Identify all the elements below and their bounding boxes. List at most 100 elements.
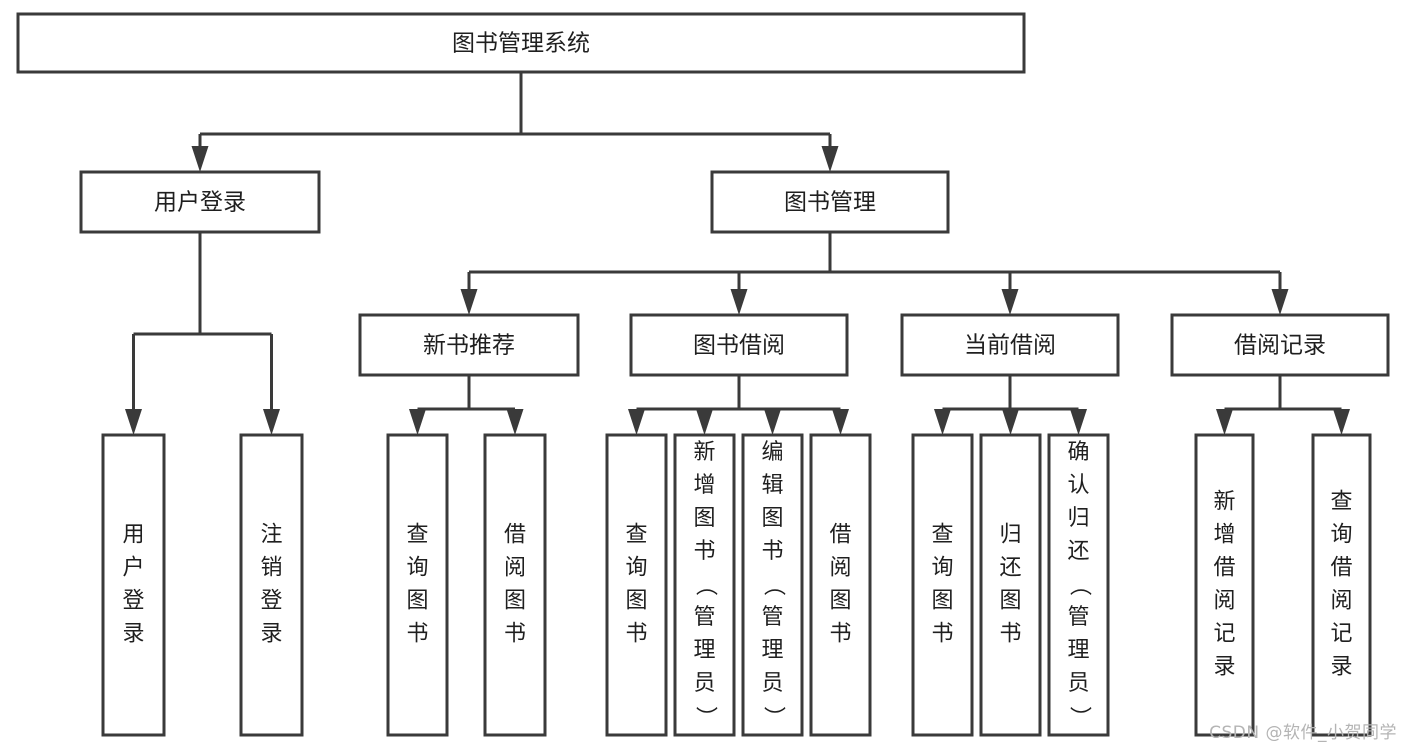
node-level1-1[interactable]: 图书管理: [710, 170, 950, 234]
node-label-char: 查: [625, 523, 647, 548]
node-label-char: 录: [122, 622, 144, 647]
node-label-char: 查: [931, 523, 953, 548]
node-box: [710, 170, 950, 234]
node-label: 图书借阅: [693, 333, 785, 359]
node-box: [239, 433, 304, 737]
node-label-char: 询: [625, 556, 647, 581]
node-box: [79, 170, 321, 234]
node-label-char: 确: [1067, 440, 1089, 465]
node-label-char: 书: [761, 539, 783, 564]
node-label-char: 员: [693, 671, 715, 696]
node-box: [1170, 313, 1390, 377]
node-label-char: 管: [1067, 605, 1089, 630]
node-label-char: 还: [999, 556, 1021, 581]
node-label-char: 查: [406, 523, 428, 548]
node-level1-0[interactable]: 用户登录: [79, 170, 321, 234]
node-box: [386, 433, 449, 737]
node-label-char: 阅: [829, 556, 851, 581]
node-label-char: 管: [693, 605, 715, 630]
node-box: [605, 433, 668, 737]
node-box: [979, 433, 1042, 737]
node-label-char: 书: [829, 622, 851, 647]
node-level2-2[interactable]: 当前借阅: [900, 313, 1120, 377]
node-label-char: 辑: [761, 473, 783, 498]
node-label-char: （: [693, 574, 718, 596]
node-label-char: 归: [999, 523, 1021, 548]
node-label: 用户登录: [154, 190, 246, 216]
node-label-char: 图: [999, 589, 1021, 614]
node-box: [16, 12, 1026, 74]
node-label-char: 增: [1213, 523, 1235, 548]
node-label-char: 书: [504, 622, 526, 647]
leaf-node-0[interactable]: 用户登录: [101, 433, 166, 737]
node-box: [911, 433, 974, 737]
connector-layer: [125, 72, 1350, 435]
node-label-char: 销: [260, 556, 282, 581]
node-label-char: 登: [122, 589, 144, 614]
node-label-char: 书: [999, 622, 1021, 647]
node-box: [900, 313, 1120, 377]
node-label-char: 记: [1330, 622, 1352, 647]
node-label-char: （: [1067, 574, 1092, 596]
node-label: 借阅记录: [1234, 333, 1326, 359]
node-box: [358, 313, 580, 377]
node-label-char: 新: [693, 440, 715, 465]
node-label-char: 员: [761, 671, 783, 696]
node-root-0[interactable]: 图书管理系统: [16, 12, 1026, 74]
node-label-char: 增: [693, 473, 715, 498]
node-label-char: 借: [1213, 556, 1235, 581]
node-label-char: 管: [761, 605, 783, 630]
node-label-char: 阅: [504, 556, 526, 581]
node-box: [673, 433, 736, 737]
node-level2-0[interactable]: 新书推荐: [358, 313, 580, 377]
node-label-char: 书: [625, 622, 647, 647]
node-label-char: ）: [1067, 706, 1092, 728]
node-label-char: 录: [260, 622, 282, 647]
node-level2-1[interactable]: 图书借阅: [629, 313, 849, 377]
node-label-char: 书: [931, 622, 953, 647]
node-label-char: 借: [829, 523, 851, 548]
node-box: [809, 433, 872, 737]
node-label-char: 图: [761, 506, 783, 531]
node-layer: 图书管理系统用户登录图书管理新书推荐图书借阅当前借阅借阅记录用户登录注销登录查询…: [16, 12, 1390, 737]
node-label-char: ）: [761, 706, 786, 728]
node-label-char: 询: [406, 556, 428, 581]
node-level2-3[interactable]: 借阅记录: [1170, 313, 1390, 377]
node-label-char: 图: [504, 589, 526, 614]
node-label-char: 理: [1067, 638, 1089, 663]
node-label-char: 户: [122, 556, 144, 581]
node-label-char: 询: [931, 556, 953, 581]
node-label-char: ）: [693, 706, 718, 728]
node-label-char: 借: [504, 523, 526, 548]
node-box: [1311, 433, 1372, 737]
node-label-char: 阅: [1213, 589, 1235, 614]
node-label-char: 图: [931, 589, 953, 614]
node-label-char: 编: [761, 440, 783, 465]
node-box: [1047, 433, 1110, 737]
node-label: 当前借阅: [964, 333, 1056, 359]
node-box: [629, 313, 849, 377]
node-label-char: 用: [122, 523, 144, 548]
node-label-char: 图: [829, 589, 851, 614]
node-label-char: 认: [1067, 473, 1089, 498]
node-label-char: 归: [1067, 506, 1089, 531]
node-label-char: 借: [1330, 556, 1352, 581]
node-label-char: 图: [625, 589, 647, 614]
node-label-char: 录: [1330, 655, 1352, 680]
node-label-char: 阅: [1330, 589, 1352, 614]
node-label-char: （: [761, 574, 786, 596]
